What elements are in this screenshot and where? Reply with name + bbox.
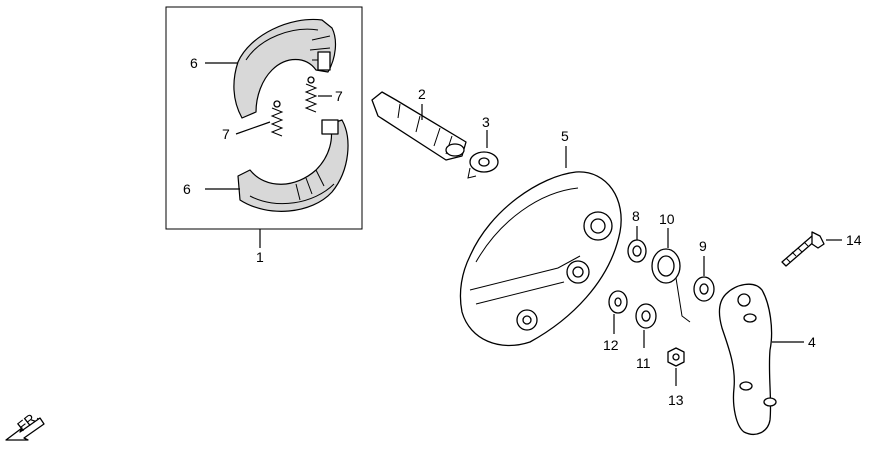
spring-upper	[304, 76, 318, 113]
brake-camshaft	[371, 91, 467, 161]
label-4: 4	[808, 334, 816, 350]
label-8: 8	[632, 208, 640, 224]
return-spring-10	[651, 248, 691, 323]
spring-lower	[270, 100, 284, 137]
washer-3	[467, 151, 499, 179]
label-3: 3	[482, 114, 490, 130]
nut-13	[667, 347, 685, 367]
brake-panel	[459, 171, 622, 347]
label-10: 10	[659, 211, 675, 227]
brake-shoe-upper	[233, 18, 337, 119]
label-7-lower: 7	[222, 126, 230, 142]
label-9: 9	[699, 238, 707, 254]
label-12: 12	[603, 337, 619, 353]
label-2: 2	[418, 86, 426, 102]
bushing-11	[635, 303, 657, 329]
brake-shoe-set-box	[165, 6, 363, 230]
label-6-lower: 6	[183, 181, 191, 197]
leader-7b	[235, 121, 271, 135]
seal-8	[627, 239, 647, 263]
brake-arm	[718, 283, 777, 435]
washer-9	[693, 276, 715, 302]
label-7-upper: 7	[335, 88, 343, 104]
label-1: 1	[256, 249, 264, 265]
label-11: 11	[636, 355, 651, 371]
washer-12	[608, 290, 628, 314]
label-6-upper: 6	[190, 55, 198, 71]
brake-shoe-lower	[237, 119, 349, 212]
label-5: 5	[561, 128, 569, 144]
bolt-14	[781, 231, 825, 267]
front-direction-arrow-icon	[5, 417, 45, 441]
label-13: 13	[668, 392, 684, 408]
label-14: 14	[846, 232, 862, 248]
